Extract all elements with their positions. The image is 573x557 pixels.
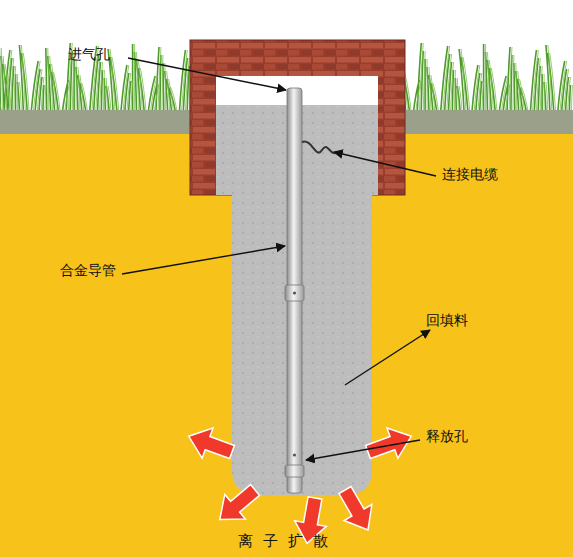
part-label: 离子扩散 bbox=[236, 532, 340, 550]
leader-line bbox=[122, 246, 285, 274]
leader-line bbox=[306, 440, 420, 460]
leader-line bbox=[334, 152, 436, 176]
part-label: 合金导管 bbox=[58, 262, 118, 279]
part-label: 进气孔 bbox=[66, 46, 112, 63]
part-label: 回填料 bbox=[424, 312, 470, 329]
leader-line bbox=[345, 330, 430, 385]
part-label: 连接电缆 bbox=[440, 166, 500, 183]
part-label: 释放孔 bbox=[424, 428, 470, 445]
leader-line bbox=[128, 58, 286, 90]
